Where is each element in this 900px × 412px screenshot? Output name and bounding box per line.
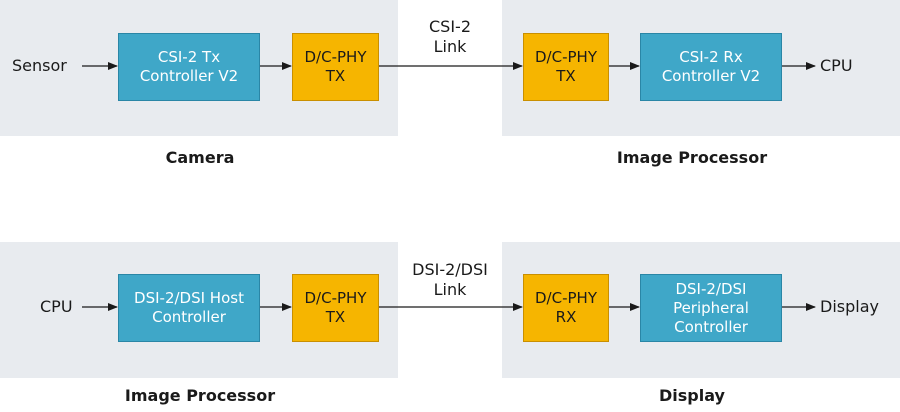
cpu-input-label: CPU bbox=[40, 297, 73, 316]
sensor-label: Sensor bbox=[12, 56, 67, 75]
dsi-peripheral-controller-block: DSI-2/DSI Peripheral Controller bbox=[640, 274, 782, 342]
dsi-rx-phy-block: D/C-PHY RX bbox=[523, 274, 609, 342]
image-processor-caption-bottom: Image Processor bbox=[124, 386, 276, 405]
image-processor-caption-top: Image Processor bbox=[616, 148, 768, 167]
cpu-output-label: CPU bbox=[820, 56, 853, 75]
dsi-host-controller-block: DSI-2/DSI Host Controller bbox=[118, 274, 260, 342]
csi-tx-phy-block: D/C-PHY TX bbox=[292, 33, 379, 101]
display-caption: Display bbox=[659, 386, 725, 405]
dsi-link-label: DSI-2/DSI Link bbox=[412, 260, 488, 299]
csi-rx-phy-block: D/C-PHY TX bbox=[523, 33, 609, 101]
camera-caption: Camera bbox=[165, 148, 235, 167]
csi-tx-controller-block: CSI-2 Tx Controller V2 bbox=[118, 33, 260, 101]
csi-rx-controller-block: CSI-2 Rx Controller V2 bbox=[640, 33, 782, 101]
display-output-label: Display bbox=[820, 297, 879, 316]
dsi-tx-phy-block: D/C-PHY TX bbox=[292, 274, 379, 342]
csi-link-label: CSI-2 Link bbox=[429, 17, 471, 56]
